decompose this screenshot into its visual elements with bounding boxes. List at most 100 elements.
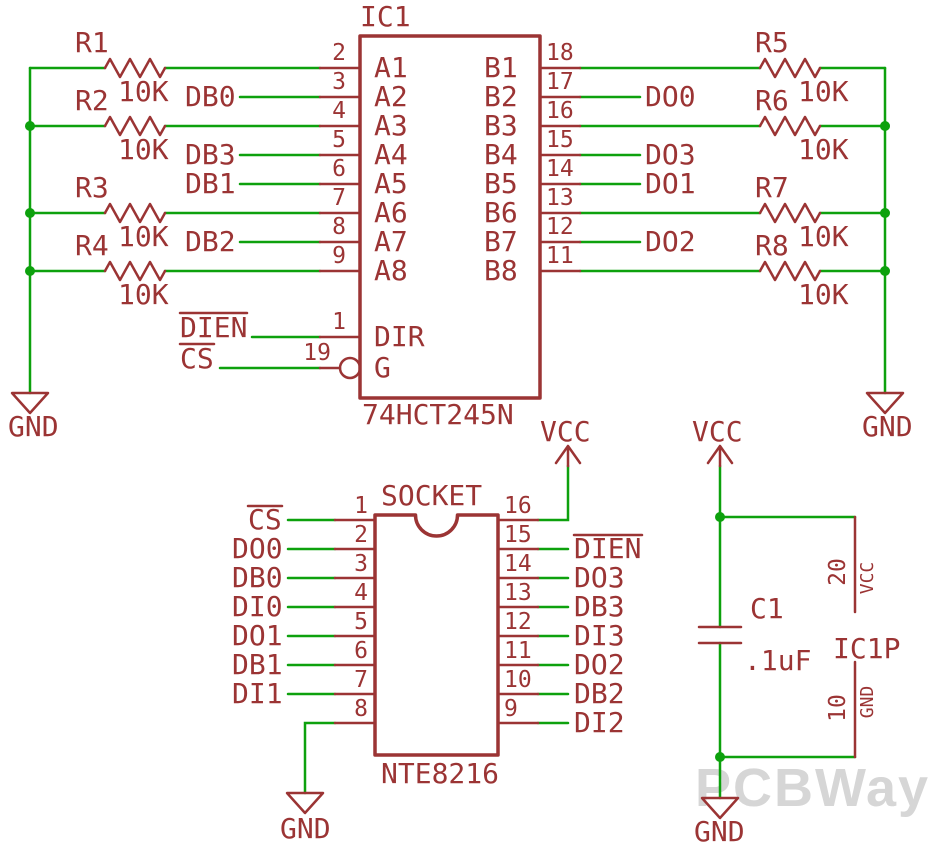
pin-name: B5 bbox=[484, 167, 518, 200]
pin-number: 11 bbox=[546, 243, 574, 269]
net-label-db1: DB1 bbox=[185, 167, 236, 200]
resistor-value: 10K bbox=[118, 220, 169, 253]
gnd-symbol-cap[interactable]: GND bbox=[694, 796, 745, 848]
net-label-di1: DI1 bbox=[232, 677, 283, 710]
vcc-label: VCC bbox=[692, 415, 743, 448]
resistor-ref: R3 bbox=[75, 171, 109, 204]
ic1-control-pins: 1 DIR 19 G bbox=[303, 309, 424, 384]
net-label-di2: DI2 bbox=[574, 706, 625, 739]
resistor-ref: R6 bbox=[755, 84, 789, 117]
pin-number: 19 bbox=[303, 340, 331, 366]
resistor-ref: R5 bbox=[755, 26, 789, 59]
resistor-value: 10K bbox=[798, 278, 849, 311]
component-r3[interactable]: R3 10K bbox=[75, 171, 169, 253]
pin-number: 12 bbox=[504, 609, 532, 635]
pin-number: 5 bbox=[354, 609, 368, 635]
gnd-label: GND bbox=[280, 812, 331, 845]
ic1p-gnd-pin-name: GND bbox=[857, 686, 878, 719]
net-label-do2: DO2 bbox=[645, 225, 696, 258]
component-r6[interactable]: R6 10K bbox=[755, 84, 849, 166]
pin-number: 16 bbox=[504, 493, 532, 519]
ic1-left-pins: 2 3 4 5 6 7 8 9 A1 A2 A3 A4 A5 A6 A7 A8 bbox=[318, 40, 408, 287]
pin-number: 12 bbox=[546, 214, 574, 240]
resistor-ref: R4 bbox=[75, 229, 109, 262]
gnd-symbol-left[interactable]: GND bbox=[8, 391, 59, 443]
pin-name: B4 bbox=[484, 138, 518, 171]
gnd-label: GND bbox=[8, 410, 59, 443]
socket-body bbox=[373, 513, 500, 757]
gnd-label: GND bbox=[862, 410, 913, 443]
component-ic1[interactable]: IC1 74HCT245N 2 3 4 5 6 7 8 9 A1 A2 A3 A… bbox=[303, 0, 582, 431]
pin-name: A2 bbox=[374, 80, 408, 113]
component-ic1p[interactable]: 20 VCC 10 GND IC1P bbox=[825, 515, 900, 759]
component-r4[interactable]: R4 10K bbox=[75, 229, 169, 311]
pin-name: B3 bbox=[484, 109, 518, 142]
component-c1[interactable]: C1 .1uF bbox=[697, 592, 811, 677]
net-label-db2: DB2 bbox=[185, 225, 236, 258]
net-label-db3: DB3 bbox=[185, 138, 236, 171]
pin-number: 4 bbox=[332, 98, 346, 124]
gnd-symbol-right[interactable]: GND bbox=[862, 391, 913, 443]
net-label-db0: DB0 bbox=[185, 80, 236, 113]
component-r5[interactable]: R5 10K bbox=[755, 26, 849, 108]
resistor-ref: R7 bbox=[755, 171, 789, 204]
pin-name: A8 bbox=[374, 254, 408, 287]
component-r2[interactable]: R2 10K bbox=[75, 84, 169, 166]
resistor-ref: R1 bbox=[75, 26, 109, 59]
pin-name: B6 bbox=[484, 196, 518, 229]
pin-number: 11 bbox=[504, 638, 532, 664]
pin-number: 2 bbox=[354, 522, 368, 548]
vcc-symbol-cap[interactable]: VCC bbox=[692, 415, 743, 468]
net-label-dien: DIEN bbox=[574, 532, 641, 565]
socket-right-pins: 16 15 14 13 12 11 10 9 bbox=[496, 493, 540, 725]
net-wires bbox=[25, 66, 890, 800]
pin-number: 8 bbox=[332, 214, 346, 240]
net-label-do3: DO3 bbox=[645, 138, 696, 171]
vcc-symbol-socket[interactable]: VCC bbox=[540, 415, 591, 468]
net-label-do0: DO0 bbox=[232, 532, 283, 565]
socket-value: NTE8216 bbox=[381, 757, 499, 790]
net-label-do1: DO1 bbox=[232, 619, 283, 652]
resistor-value: 10K bbox=[118, 75, 169, 108]
pin-number: 14 bbox=[546, 156, 574, 182]
pin-name: A3 bbox=[374, 109, 408, 142]
pin-number: 1 bbox=[332, 309, 346, 335]
pin-number: 16 bbox=[546, 98, 574, 124]
resistor-value: 10K bbox=[798, 220, 849, 253]
pin-number: 13 bbox=[504, 580, 532, 606]
pin-name: DIR bbox=[374, 320, 425, 353]
ic1-right-pins: 18 17 16 15 14 13 12 11 B1 B2 B3 B4 B5 B… bbox=[484, 40, 582, 287]
net-label-do2: DO2 bbox=[574, 648, 625, 681]
net-label-di0: DI0 bbox=[232, 590, 283, 623]
net-labels-socket: CS DO0 DB0 DI0 DO1 DB1 DI1 DIEN DO3 DB3 … bbox=[232, 503, 644, 739]
pin-number: 6 bbox=[332, 156, 346, 182]
pin-number: 5 bbox=[332, 127, 346, 153]
pin-number: 8 bbox=[354, 696, 368, 722]
pin-number: 7 bbox=[354, 667, 368, 693]
pin-number: 3 bbox=[332, 69, 346, 95]
component-r1[interactable]: R1 10K bbox=[75, 26, 169, 108]
resistor-ref: R2 bbox=[75, 84, 109, 117]
gnd-label: GND bbox=[694, 815, 745, 848]
pin-name: B2 bbox=[484, 80, 518, 113]
pin-name: A1 bbox=[374, 51, 408, 84]
component-r7[interactable]: R7 10K bbox=[755, 171, 849, 253]
pin-number: 15 bbox=[546, 127, 574, 153]
pin-name: A6 bbox=[374, 196, 408, 229]
inversion-bubble bbox=[338, 356, 362, 380]
watermark-text: PCBWay bbox=[695, 758, 930, 818]
pin-number: 3 bbox=[354, 551, 368, 577]
pin-name: A5 bbox=[374, 167, 408, 200]
pin-name: B1 bbox=[484, 51, 518, 84]
resistor-value: 10K bbox=[118, 278, 169, 311]
component-socket[interactable]: SOCKET NTE8216 1 2 3 4 5 6 7 8 bbox=[333, 479, 540, 790]
component-r8[interactable]: R8 10K bbox=[755, 229, 849, 311]
socket-left-pins: 1 2 3 4 5 6 7 8 bbox=[333, 493, 377, 725]
gnd-symbol-socket[interactable]: GND bbox=[280, 791, 331, 845]
net-label-db3: DB3 bbox=[574, 590, 625, 623]
resistor-ref: R8 bbox=[755, 229, 789, 262]
net-label-do1: DO1 bbox=[645, 167, 696, 200]
ic1p-vcc-pin-name: VCC bbox=[857, 562, 878, 595]
